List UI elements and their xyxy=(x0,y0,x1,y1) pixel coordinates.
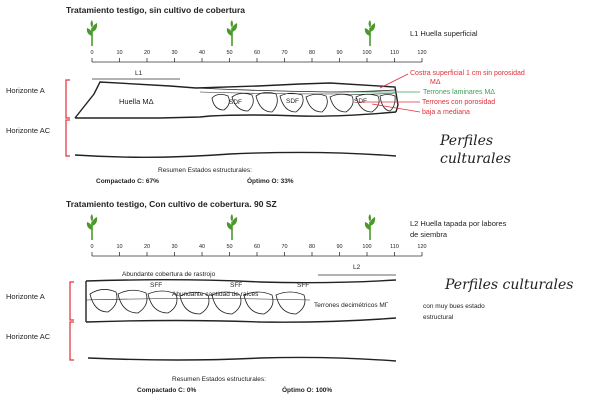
profile1-sdf-label: SDF xyxy=(229,99,242,106)
profile2-note-line2: de siembra xyxy=(410,230,448,239)
annotation-costra: Costra superficial 1 cm sin porosidad xyxy=(410,70,525,77)
profile2-raices: Abundante cantidad de raíces xyxy=(172,291,259,298)
profile2-sff-label: SFF xyxy=(297,282,310,289)
annotation-costra-cont: MΔ xyxy=(430,79,441,86)
annotation-laminares: Terrones laminares MΔ xyxy=(423,89,495,96)
profile2-horizon-a: Horizonte A xyxy=(6,292,45,301)
profile2-note-line1: L2 Huella tapada por labores xyxy=(410,219,507,228)
plant-icon xyxy=(226,20,238,46)
profile2-cultural-label: Perfiles culturales xyxy=(445,277,574,293)
ruler-tick-label: 60 xyxy=(253,50,261,56)
profile2-terrones: Terrones decimétricos MΓ xyxy=(314,302,389,309)
ruler-tick-label: 80 xyxy=(308,50,316,56)
profile1-summary-compactado: Compactado C: 67% xyxy=(96,178,159,185)
ruler-tick-label: 40 xyxy=(198,50,206,56)
plant-icon xyxy=(226,214,238,240)
ruler-tick-label: 90 xyxy=(336,244,343,250)
plant-icon xyxy=(86,214,98,240)
profile1-note: L1 Huella superficial xyxy=(410,29,478,38)
profile2-summary-title: Resumen Estados estructurales: xyxy=(172,376,266,383)
profile2-title: Tratamiento testigo, Con cultivo de cobe… xyxy=(66,199,277,209)
profile1-cultural-label: Perfiles culturales xyxy=(440,132,530,168)
profile2-soil xyxy=(85,279,397,362)
profile2-summary-optimo: Óptimo O: 100% xyxy=(282,387,333,394)
profile2-l2-label: L2 xyxy=(353,264,361,271)
ruler-tick-label: 40 xyxy=(198,244,206,250)
ruler-tick-label: 60 xyxy=(253,244,261,250)
profile2-rastrojo: Abundante cobertura de rastrojo xyxy=(122,271,216,278)
ruler-tick-label: 70 xyxy=(281,50,288,56)
ruler-tick-label: 30 xyxy=(171,244,178,250)
profile2-sff-label: SFF xyxy=(150,282,163,289)
profile2-ruler-line xyxy=(91,252,423,276)
ruler-tick-label: 90 xyxy=(336,50,343,56)
profile1-soil xyxy=(74,81,399,158)
ruler-tick-label: 10 xyxy=(116,244,123,250)
ruler-tick-label: 50 xyxy=(226,50,233,56)
ruler-tick-label: 10 xyxy=(116,50,123,56)
ruler-tick-label: 100 xyxy=(362,244,372,250)
profile1-horizon-ac: Horizonte AC xyxy=(6,126,51,135)
ruler-tick-label: 120 xyxy=(417,50,427,56)
profile1-cultural-text: Perfiles culturales xyxy=(440,133,511,167)
ruler-tick-label: 0 xyxy=(90,50,94,56)
annotation-porosidad: Terrones con porosidad xyxy=(422,99,496,106)
profile2-summary-compactado: Compactado C: 0% xyxy=(137,387,197,394)
profile1-horizon-a: Horizonte A xyxy=(6,86,45,95)
ruler-tick-label: 30 xyxy=(171,50,178,56)
profile1-huella-label: Huella MΔ xyxy=(119,97,154,106)
ruler-tick-label: 0 xyxy=(90,244,94,250)
ruler-tick-label: 80 xyxy=(308,244,316,250)
ruler-tick-label: 120 xyxy=(417,244,427,250)
profile2-sff-label: SFF xyxy=(230,282,243,289)
profile2-terrones-right1: con muy bues estado xyxy=(423,303,485,310)
plant-icon xyxy=(364,20,376,46)
profile1-summary-title: Resumen Estados estructurales: xyxy=(158,167,252,174)
profile1-title: Tratamiento testigo, sin cultivo de cobe… xyxy=(66,5,246,15)
ruler-tick-label: 100 xyxy=(362,50,372,56)
ruler-tick-label: 20 xyxy=(143,244,151,250)
plant-icon xyxy=(86,20,98,46)
profile2-terrones-right2: estructural xyxy=(423,314,454,321)
ruler-tick-label: 70 xyxy=(281,244,288,250)
annotation-baja: baja a mediana xyxy=(422,109,470,116)
ruler-tick-label: 110 xyxy=(390,50,399,56)
profile1-sdf-label: SDF xyxy=(286,98,299,105)
plant-icon xyxy=(364,214,376,240)
profile1-sdf-label: SDF xyxy=(354,98,367,105)
profile1-annotation-arrows xyxy=(350,73,421,113)
ruler-tick-label: 50 xyxy=(226,244,233,250)
ruler-tick-label: 20 xyxy=(143,50,151,56)
profile2-horizon-bracket xyxy=(69,281,74,361)
profile1-l1-label: L1 xyxy=(135,70,143,77)
ruler-tick-label: 110 xyxy=(390,244,399,250)
profile1-horizon-bracket xyxy=(65,79,70,157)
profile1-summary-optimo: Óptimo O: 33% xyxy=(247,178,294,185)
profile2-horizon-ac: Horizonte AC xyxy=(6,332,51,341)
profile1-ruler-line xyxy=(91,58,423,80)
